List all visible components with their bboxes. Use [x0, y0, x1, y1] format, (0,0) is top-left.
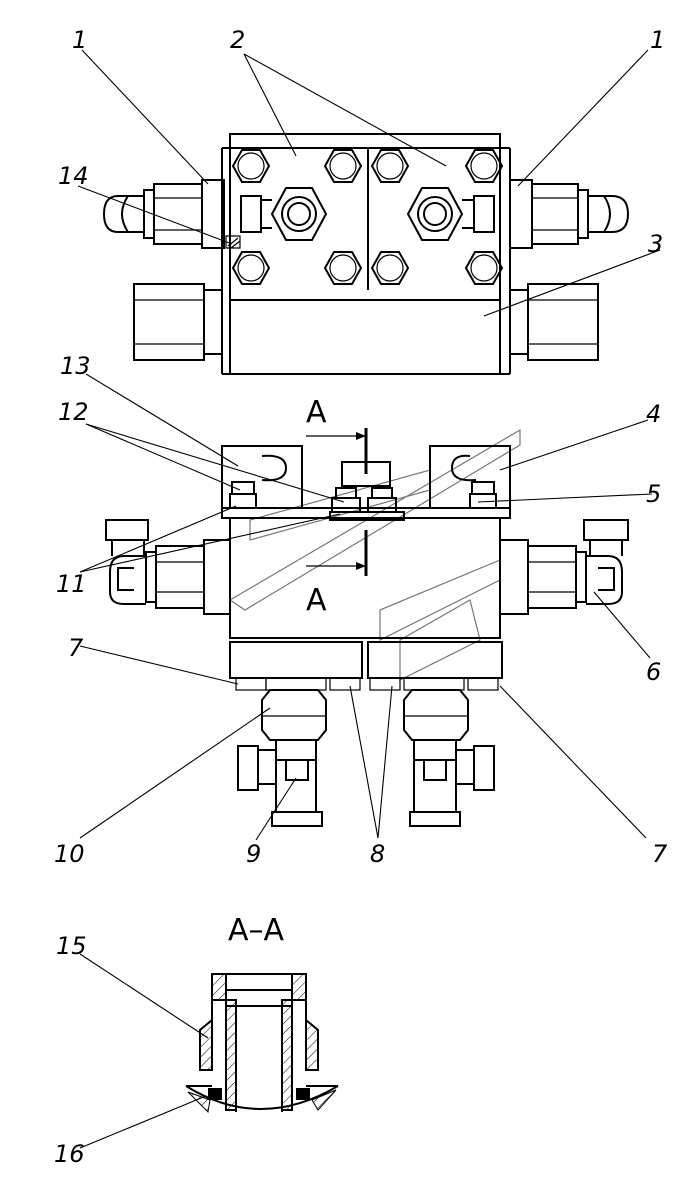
callout-5: 5: [646, 480, 661, 508]
callout-4: 4: [646, 400, 661, 428]
callout-7-right: 7: [652, 840, 668, 868]
callout-3: 3: [648, 230, 663, 258]
left-tee-fitting: [237, 689, 327, 827]
callout-12: 12: [58, 398, 89, 426]
callout-9: 9: [246, 840, 261, 868]
callout-1-right: 1: [650, 26, 665, 54]
left-fitting-front: [105, 519, 231, 615]
callout-16: 16: [54, 1140, 85, 1168]
callout-14: 14: [58, 162, 89, 190]
o-ring-left: [208, 1088, 222, 1100]
callout-15: 15: [56, 932, 87, 960]
section-line: [306, 428, 368, 576]
callout-1-left: 1: [72, 26, 87, 54]
right-fitting-front: [499, 519, 629, 615]
right-tee-fitting: [403, 689, 495, 827]
top-view: [102, 133, 630, 375]
section-mark-top: A: [306, 395, 327, 430]
section-mark-bottom: A: [306, 583, 327, 618]
right-fitting-top: [509, 179, 630, 249]
center-fittings-top: [240, 187, 495, 241]
section-title: А–А: [228, 913, 285, 948]
right-lower-block: [367, 641, 503, 679]
callout-2: 2: [230, 26, 245, 54]
callout-10: 10: [54, 840, 85, 868]
callout-labels: 1 2 1 14 3 13 12 4 5 11 6 7 10 9 8 7 15 …: [54, 26, 668, 1168]
callout-8: 8: [370, 840, 385, 868]
callout-13: 13: [60, 352, 91, 380]
left-fitting-top: [102, 179, 225, 249]
bolt-heads-top: [231, 149, 504, 285]
left-port-boss: [133, 283, 205, 361]
leader-lines: [77, 49, 661, 1149]
valve-body-top: [229, 133, 501, 375]
o-ring-right: [296, 1088, 310, 1100]
left-lower-block: [229, 641, 363, 679]
section-view: [185, 973, 339, 1114]
lower-bolts: [235, 677, 499, 691]
callout-11: 11: [56, 570, 87, 598]
callout-6: 6: [646, 658, 661, 686]
callout-7-left: 7: [68, 634, 84, 662]
